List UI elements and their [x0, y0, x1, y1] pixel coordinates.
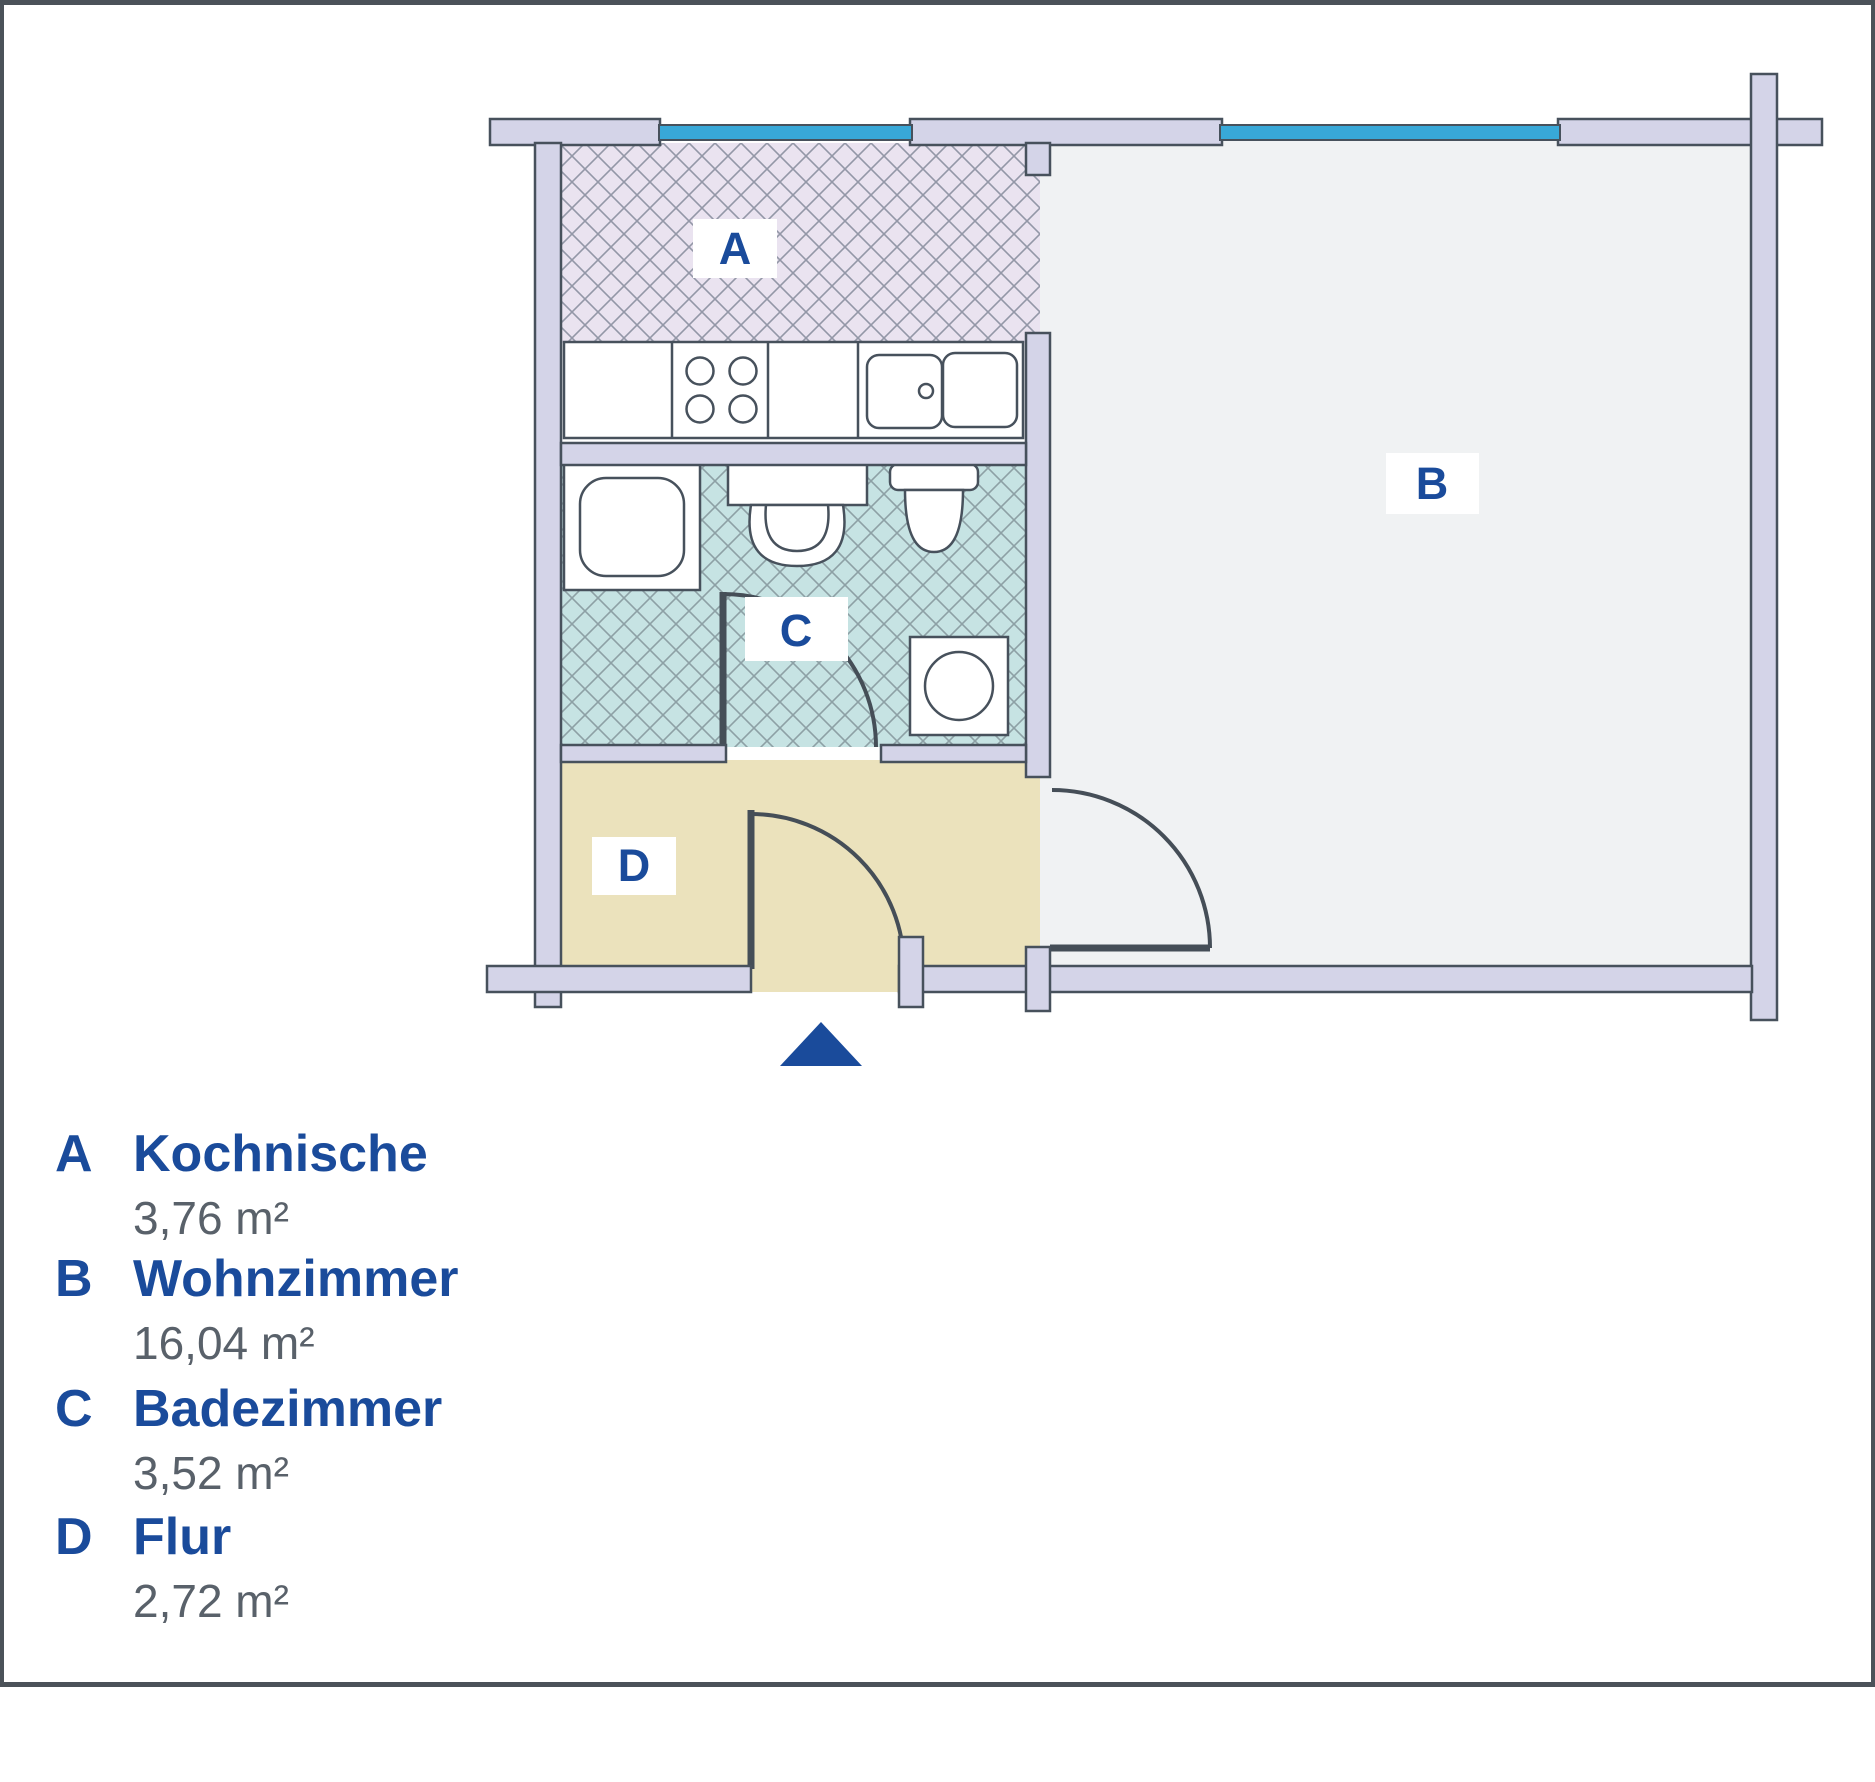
- svg-text:B: B: [1416, 458, 1449, 509]
- floor-plan: A B C D: [485, 72, 1824, 1066]
- room-label-d: D: [592, 837, 676, 895]
- svg-text:C: C: [780, 605, 813, 656]
- windows: [658, 124, 1561, 141]
- kitchen-sink-symbol: [865, 351, 1019, 430]
- toilet-symbol: [888, 462, 980, 554]
- room-b-living-room-floor: [1040, 141, 1751, 967]
- room-label-c: C: [745, 597, 848, 661]
- legend-room-area: 3,76 m²: [133, 1192, 289, 1245]
- room-a-kitchenette-floor: [561, 143, 1040, 343]
- entrance-door: [747, 810, 906, 969]
- legend-letter: C: [55, 1380, 93, 1438]
- legend-row-a: A Kochnische 3,76 m²: [55, 1125, 428, 1245]
- svg-text:D: D: [618, 840, 651, 891]
- legend-room-name: Wohnzimmer: [133, 1250, 459, 1308]
- entrance-arrow-icon: [780, 1022, 862, 1066]
- legend-row-c: C Badezimmer 3,52 m²: [55, 1380, 443, 1500]
- legend-room-area: 16,04 m²: [133, 1317, 315, 1370]
- legend-room-name: Kochnische: [133, 1125, 428, 1183]
- room-label-a: A: [693, 219, 777, 278]
- shower-symbol: [562, 462, 702, 592]
- window-kitchen: [658, 124, 913, 141]
- legend-room-name: Badezimmer: [133, 1380, 443, 1438]
- interior-walls: [559, 141, 1052, 779]
- washing-machine-symbol: [908, 635, 1010, 737]
- legend-letter: A: [55, 1125, 93, 1183]
- legend-letter: B: [55, 1250, 93, 1308]
- svg-text:A: A: [719, 223, 752, 274]
- legend-row-d: D Flur 2,72 m²: [55, 1508, 289, 1628]
- living-room-door: [1050, 788, 1212, 952]
- room-label-b: B: [1386, 453, 1479, 514]
- legend-row-b: B Wohnzimmer 16,04 m²: [55, 1250, 459, 1370]
- window-living-room: [1219, 124, 1561, 141]
- legend-room-name: Flur: [133, 1508, 232, 1566]
- legend-room-area: 2,72 m²: [133, 1575, 289, 1628]
- stove-symbol: [685, 356, 758, 424]
- legend-room-area: 3,52 m²: [133, 1447, 289, 1500]
- exterior-walls: [485, 72, 1824, 1022]
- legend-letter: D: [55, 1508, 93, 1566]
